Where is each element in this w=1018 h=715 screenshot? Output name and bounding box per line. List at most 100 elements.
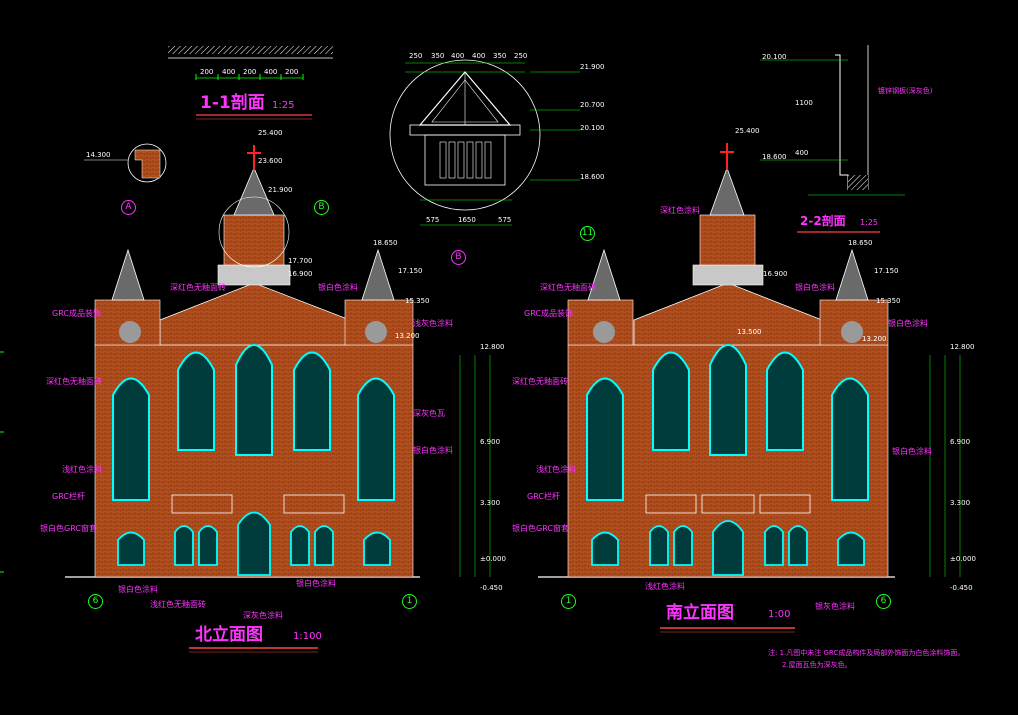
section-2-2-note: 镀锌钢板(深灰色)	[878, 87, 933, 95]
note-2: 2.屋面瓦色为深灰色。	[782, 661, 852, 669]
south-label-brick-top: 深红色无釉面砖	[540, 283, 596, 292]
north-axis-right: 1	[402, 594, 417, 609]
south-label-silver: 银灰色涂料	[815, 602, 855, 611]
south-label-red: 深红色涂料	[660, 206, 700, 215]
section-1-1-scale: 1:25	[272, 100, 295, 111]
south-label-brick-left: 深红色无釉面砖	[512, 377, 568, 386]
section-2-2-title: 2-2剖面	[800, 214, 846, 228]
section-2-2-dim-1: 1100	[795, 99, 813, 107]
north-elev-3: 21.900	[268, 186, 293, 194]
section-1-1-dim-5: 200	[285, 68, 299, 76]
north-label-lightred: 浅红色涂料	[62, 465, 102, 474]
south-elev-6: 13.500	[737, 328, 762, 336]
north-axis-left: 6	[88, 594, 103, 609]
detail-a-elev: 14.300	[86, 151, 111, 159]
south-elev-10: 3.300	[950, 499, 971, 507]
detail-b-overall-dim-2: 1650	[458, 216, 476, 224]
south-elev-8: 12.800	[950, 343, 975, 351]
section-1-1-title: 1-1剖面	[200, 93, 265, 113]
detail-b-top-dim-1: 250	[409, 52, 423, 60]
detail-b-top-dim-5: 350	[493, 52, 507, 60]
north-elev-2: 23.600	[258, 157, 283, 165]
north-elev-14: -0.450	[480, 584, 503, 592]
south-label-grc: GRC成品装饰	[524, 309, 573, 318]
detail-b-top-dim-6: 250	[514, 52, 528, 60]
south-title: 南立面图	[666, 603, 734, 623]
detail-b-marker: B	[451, 250, 466, 265]
detail-b-elev-2: 20.700	[580, 101, 605, 109]
south-label-windowframe: 银白色GRC窗套	[512, 524, 569, 533]
north-label-white-base: 银白色涂料	[118, 585, 158, 594]
south-elevation	[538, 143, 961, 633]
south-label-white-top: 银白色涂料	[795, 283, 835, 292]
south-label-white-right: 银白色涂料	[888, 319, 928, 328]
north-scale: 1:100	[293, 631, 322, 642]
north-title: 北立面图	[195, 625, 263, 645]
north-elev-11: 6.900	[480, 438, 501, 446]
north-label-brick-top: 深红色无釉面砖	[170, 283, 226, 292]
section-1-1	[168, 46, 333, 120]
south-label-railing: GRC栏杆	[527, 492, 560, 501]
detail-b-top-dim-4: 400	[472, 52, 486, 60]
south-elev-3: 17.150	[874, 267, 899, 275]
north-label-windowframe: 银白色GRC窗套	[40, 524, 97, 533]
north-elev-8: 15.350	[405, 297, 430, 305]
south-elev-5: 15.350	[876, 297, 901, 305]
section-1-1-hatch	[168, 46, 333, 54]
south-axis-right: 6	[876, 594, 891, 609]
south-elev-7: 13.200	[862, 335, 887, 343]
north-axis-detail: B	[314, 200, 329, 215]
detail-b-overall-dim-1: 575	[426, 216, 440, 224]
south-axis-left: 1	[561, 594, 576, 609]
north-label-railing: GRC栏杆	[52, 492, 85, 501]
detail-b-top-dim-3: 400	[451, 52, 465, 60]
north-label-white-top: 银白色涂料	[318, 283, 358, 292]
section-2-2-elev-1: 20.100	[762, 53, 787, 61]
south-elev-9: 6.900	[950, 438, 971, 446]
south-axis-detail: 11	[580, 226, 595, 241]
south-label-white-mid: 银白色涂料	[892, 447, 932, 456]
north-elev-7: 16.900	[288, 270, 313, 278]
detail-b-elev-1: 21.900	[580, 63, 605, 71]
north-elevation	[65, 145, 491, 653]
detail-a	[84, 143, 167, 183]
south-elev-4: 16.900	[763, 270, 788, 278]
north-label-gray-base: 深灰色涂料	[243, 611, 283, 620]
south-label-lightred-base: 浅红色涂料	[645, 582, 685, 591]
section-1-1-dim-3: 200	[243, 68, 257, 76]
section-1-1-dim-2: 400	[222, 68, 236, 76]
north-label-white-right: 银白色涂料	[413, 446, 453, 455]
detail-b-elev-4: 18.600	[580, 173, 605, 181]
north-elev-1: 25.400	[258, 129, 283, 137]
note-1: 注: 1.凡图中未注 GRC成品构件及局部外饰面为白色涂料饰面。	[768, 649, 965, 657]
south-scale: 1:00	[768, 609, 791, 620]
detail-b-louvers	[439, 141, 492, 179]
north-label-tile: 深灰色瓦	[413, 409, 445, 418]
north-label-brick-left: 深红色无釉面砖	[46, 377, 102, 386]
south-elev-12: -0.450	[950, 584, 973, 592]
section-2-2-dim-2: 400	[795, 149, 809, 157]
detail-b-top-dim-2: 350	[431, 52, 445, 60]
north-elev-5: 17.700	[288, 257, 313, 265]
detail-b-elev-3: 20.100	[580, 124, 605, 132]
north-elev-12: 3.300	[480, 499, 501, 507]
north-label-gray: 浅灰色涂料	[413, 319, 453, 328]
detail-b	[389, 59, 580, 226]
north-elev-13: ±0.000	[480, 555, 506, 563]
north-elev-9: 13.200	[395, 332, 420, 340]
south-elev-1: 25.400	[735, 127, 760, 135]
south-elev-2: 18.650	[848, 239, 873, 247]
north-label-grc: GRC成品装饰	[52, 309, 101, 318]
south-elev-11: ±0.000	[950, 555, 976, 563]
north-elev-4: 18.650	[373, 239, 398, 247]
detail-b-overall-dim-3: 575	[498, 216, 512, 224]
section-2-2	[760, 45, 905, 233]
north-elev-6: 17.150	[398, 267, 423, 275]
section-1-1-dim-1: 200	[200, 68, 214, 76]
section-2-2-elev-2: 18.600	[762, 153, 787, 161]
section-1-1-dim-4: 400	[264, 68, 278, 76]
south-label-lightred: 浅红色涂料	[536, 465, 576, 474]
north-label-white-paint: 银白色涂料	[296, 579, 336, 588]
detail-a-marker: A	[121, 200, 136, 215]
